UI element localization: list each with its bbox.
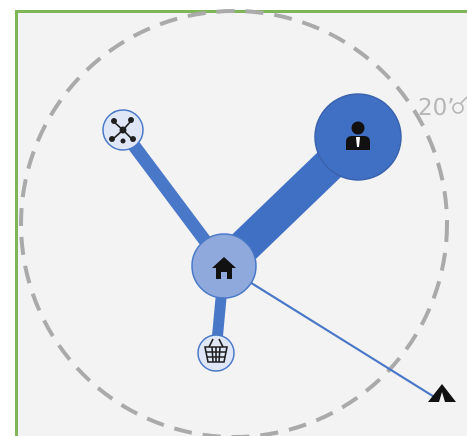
node-home[interactable] <box>191 233 257 299</box>
node-shopping[interactable] <box>197 334 235 372</box>
radius-label: 20’ <box>418 95 455 121</box>
tent-icon <box>428 384 456 402</box>
businessman-icon <box>346 121 370 150</box>
home-icon <box>212 257 236 279</box>
shopping-basket-icon <box>204 338 228 363</box>
radius-ring <box>19 9 449 436</box>
node-network[interactable] <box>102 109 144 151</box>
radius-label-glyph <box>452 96 467 114</box>
node-camping[interactable] <box>428 384 456 402</box>
network-people-icon <box>109 117 136 144</box>
node-work[interactable] <box>314 93 402 181</box>
link-home-camping <box>223 265 437 399</box>
